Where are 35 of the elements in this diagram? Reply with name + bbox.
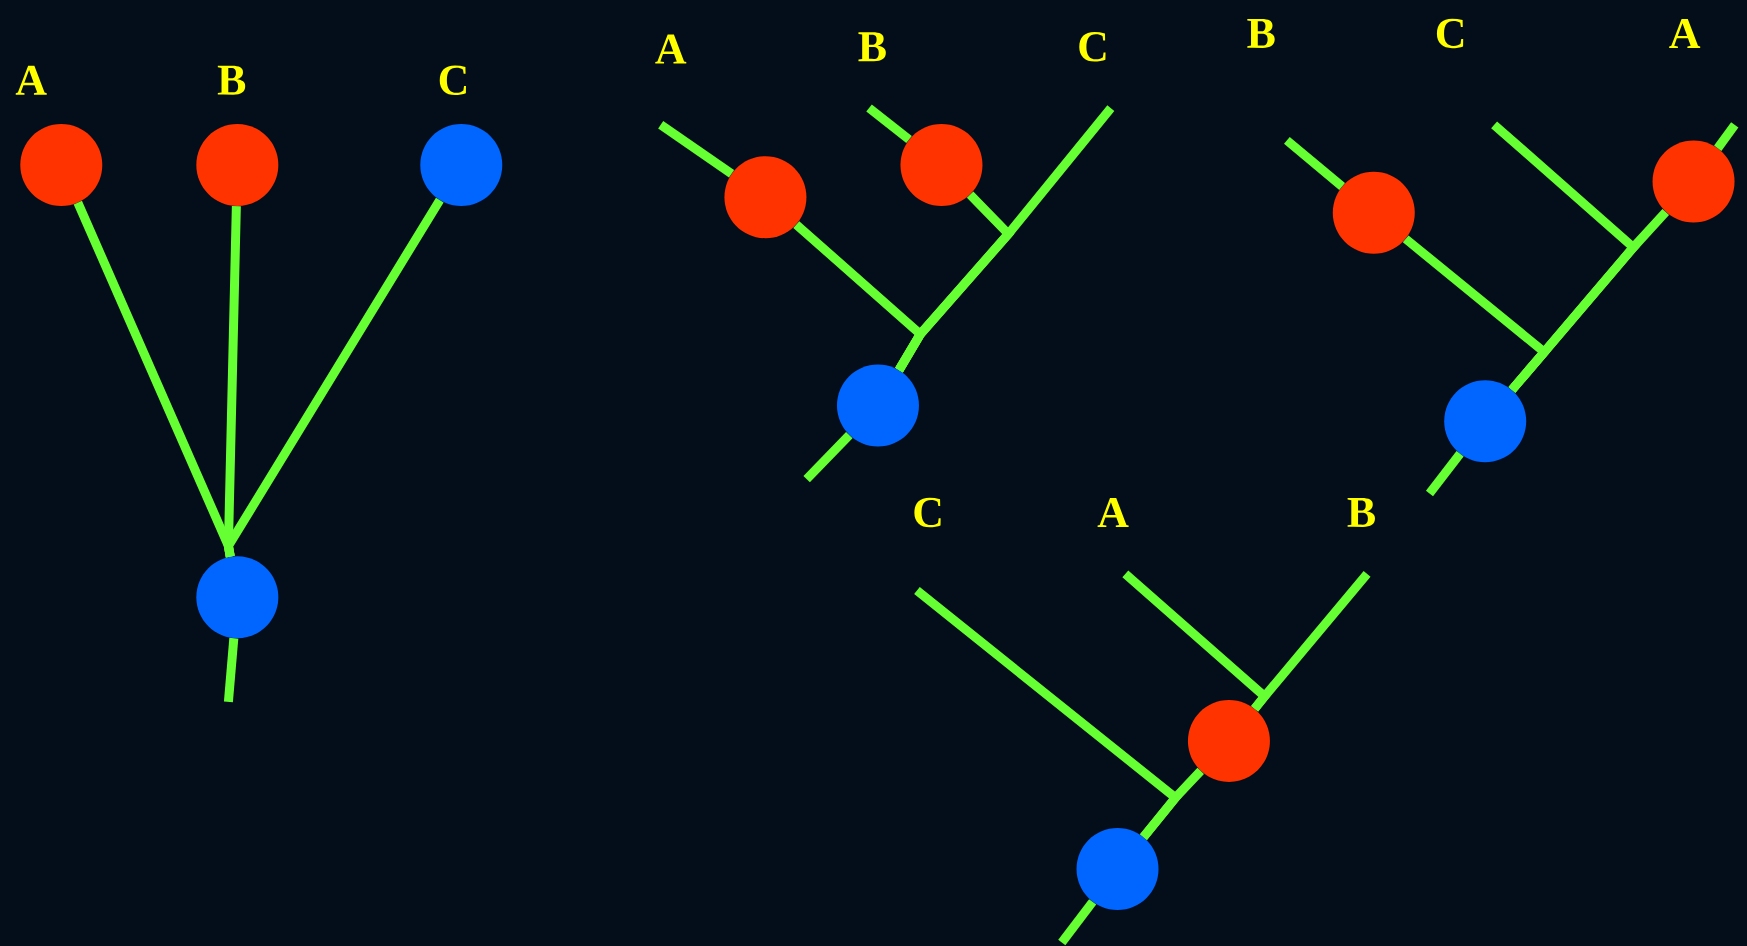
state-circle — [1187, 699, 1270, 782]
taxon-letter: C — [1079, 32, 1106, 62]
tree-branch — [803, 432, 853, 483]
tree-branch — [223, 197, 444, 558]
tree-branch — [895, 105, 1115, 373]
taxon-letter: A — [1097, 498, 1129, 528]
state-circle — [836, 364, 919, 447]
state-circle — [1332, 171, 1415, 254]
tree-branch — [1714, 122, 1739, 151]
tree-branch — [1251, 570, 1371, 712]
state-circle — [1444, 380, 1527, 463]
tree-branch — [866, 104, 912, 144]
tree-branch — [1058, 899, 1097, 946]
tree-branch — [1491, 121, 1640, 393]
taxon-letter: B — [858, 32, 886, 62]
state-circle — [1652, 140, 1735, 223]
taxon-letter: C — [914, 497, 941, 528]
taxon-letter: B — [1347, 498, 1375, 527]
state-circle — [196, 556, 279, 639]
state-circle — [1076, 828, 1159, 911]
tree-branch — [1140, 767, 1204, 840]
taxon-letter: B — [1247, 19, 1275, 48]
state-circle — [196, 123, 279, 206]
taxon-letter: B — [217, 65, 246, 95]
tree-branch — [1425, 451, 1464, 497]
tree-branch — [223, 637, 239, 703]
taxon-letter: C — [1436, 18, 1464, 49]
tree-branch — [658, 121, 735, 178]
tree-branch — [1284, 136, 1345, 190]
state-circle — [420, 123, 503, 206]
taxon-letter: A — [1669, 18, 1701, 48]
state-circle — [900, 123, 983, 206]
state-circle — [724, 156, 807, 239]
taxon-letter: A — [655, 34, 687, 64]
state-circle — [20, 123, 103, 206]
